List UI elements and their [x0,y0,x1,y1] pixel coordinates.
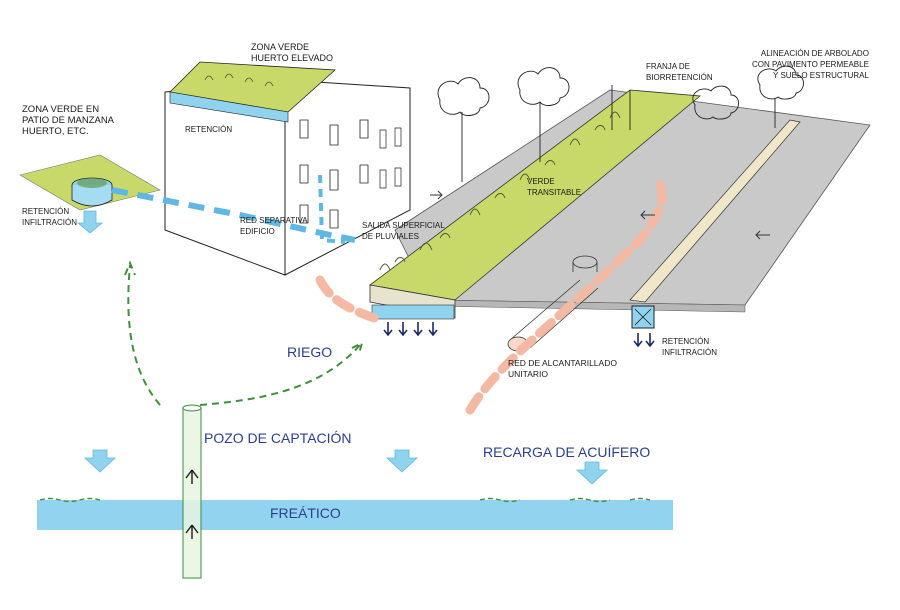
strip-water-layer [371,304,455,320]
label-verde-transitable: VERDE TRANSITABLE [527,176,581,198]
capture-well [182,404,202,579]
label-line: ALINEACIÓN DE ARBOLADO [760,49,869,58]
label-line: ZONA VERDE [251,42,310,52]
label-line: ZONA VERDE EN [22,104,100,115]
label-salida-superficial: SALIDA SUPERFICIAL DE PLUVIALES [362,220,445,242]
label-line: FRANJA DE [646,62,691,71]
label-recarga: RECARGA DE ACUÍFERO [483,444,651,460]
label-line: SALIDA SUPERFICIAL [362,221,445,230]
label-red-alcantarillado: RED DE ALCANTARILLADO UNITARIO [508,358,617,380]
tree-sketches [437,65,804,182]
label-line: RETENCIÓN [22,207,70,216]
salmon-dashed-flow [315,180,667,415]
label-line: RED SEPARATIVA [240,216,308,225]
label-retencion-infiltracion-right: RETENCIÓN INFILTRACIÓN [662,336,717,358]
roof-retention-layer [169,91,289,123]
label-alineacion: ALINEACIÓN DE ARBOLADO CON PAVIMENTO PER… [752,48,869,81]
label-line: HUERTO ELEVADO [251,53,334,63]
label-red-separativa: RED SEPARATIVA EDIFICIO [240,215,308,237]
label-line: INFILTRACIÓN [22,218,77,227]
label-line: DE PLUVIALES [362,232,419,241]
label-retencion-roof: RETENCIÓN [185,125,233,134]
label-line: CON PAVIMENTO PERMEABLE [752,60,869,69]
irrigation-dashed-path [124,260,364,406]
blue-down-arrows [76,210,609,485]
label-line: RED DE ALCANTARILLADO [508,358,617,368]
water-table-band [37,500,673,530]
label-line: PATIO DE MANZANA [22,115,115,126]
label-line: RETENCIÓN [662,337,710,346]
label-line: Y SUELO ESTRUCTURAL [773,71,869,80]
label-line: EDIFICIO [240,227,275,236]
building [164,61,411,276]
bioretention-strip [369,89,702,320]
label-line: BIORRETENCIÓN [646,73,713,82]
label-pozo: POZO DE CAPTACIÓN [204,430,352,446]
tree-alignment-strip [629,119,801,329]
label-line: INFILTRACIÓN [662,348,717,357]
label-zona-verde-patio: ZONA VERDE EN PATIO DE MANZANA HUERTO, E… [22,104,114,137]
label-zona-verde-huerto: ZONA VERDE HUERTO ELEVADO [251,42,333,64]
label-franja: FRANJA DE BIORRETENCIÓN [646,61,713,83]
label-retencion-infiltracion-left: RETENCIÓN INFILTRACIÓN [22,206,77,228]
blue-dashed-flow [111,174,356,244]
label-line: HUERTO, ETC. [22,126,89,137]
patio-green-plane [19,154,161,211]
infiltration-arrows [383,322,655,348]
label-line: VERDE [527,177,555,186]
label-freatico: FREÁTICO [270,505,341,521]
label-line: UNITARIO [508,369,548,379]
label-riego: RIEGO [287,344,333,360]
street-arrows [430,190,770,240]
label-line: TRANSITABLE [527,188,582,197]
